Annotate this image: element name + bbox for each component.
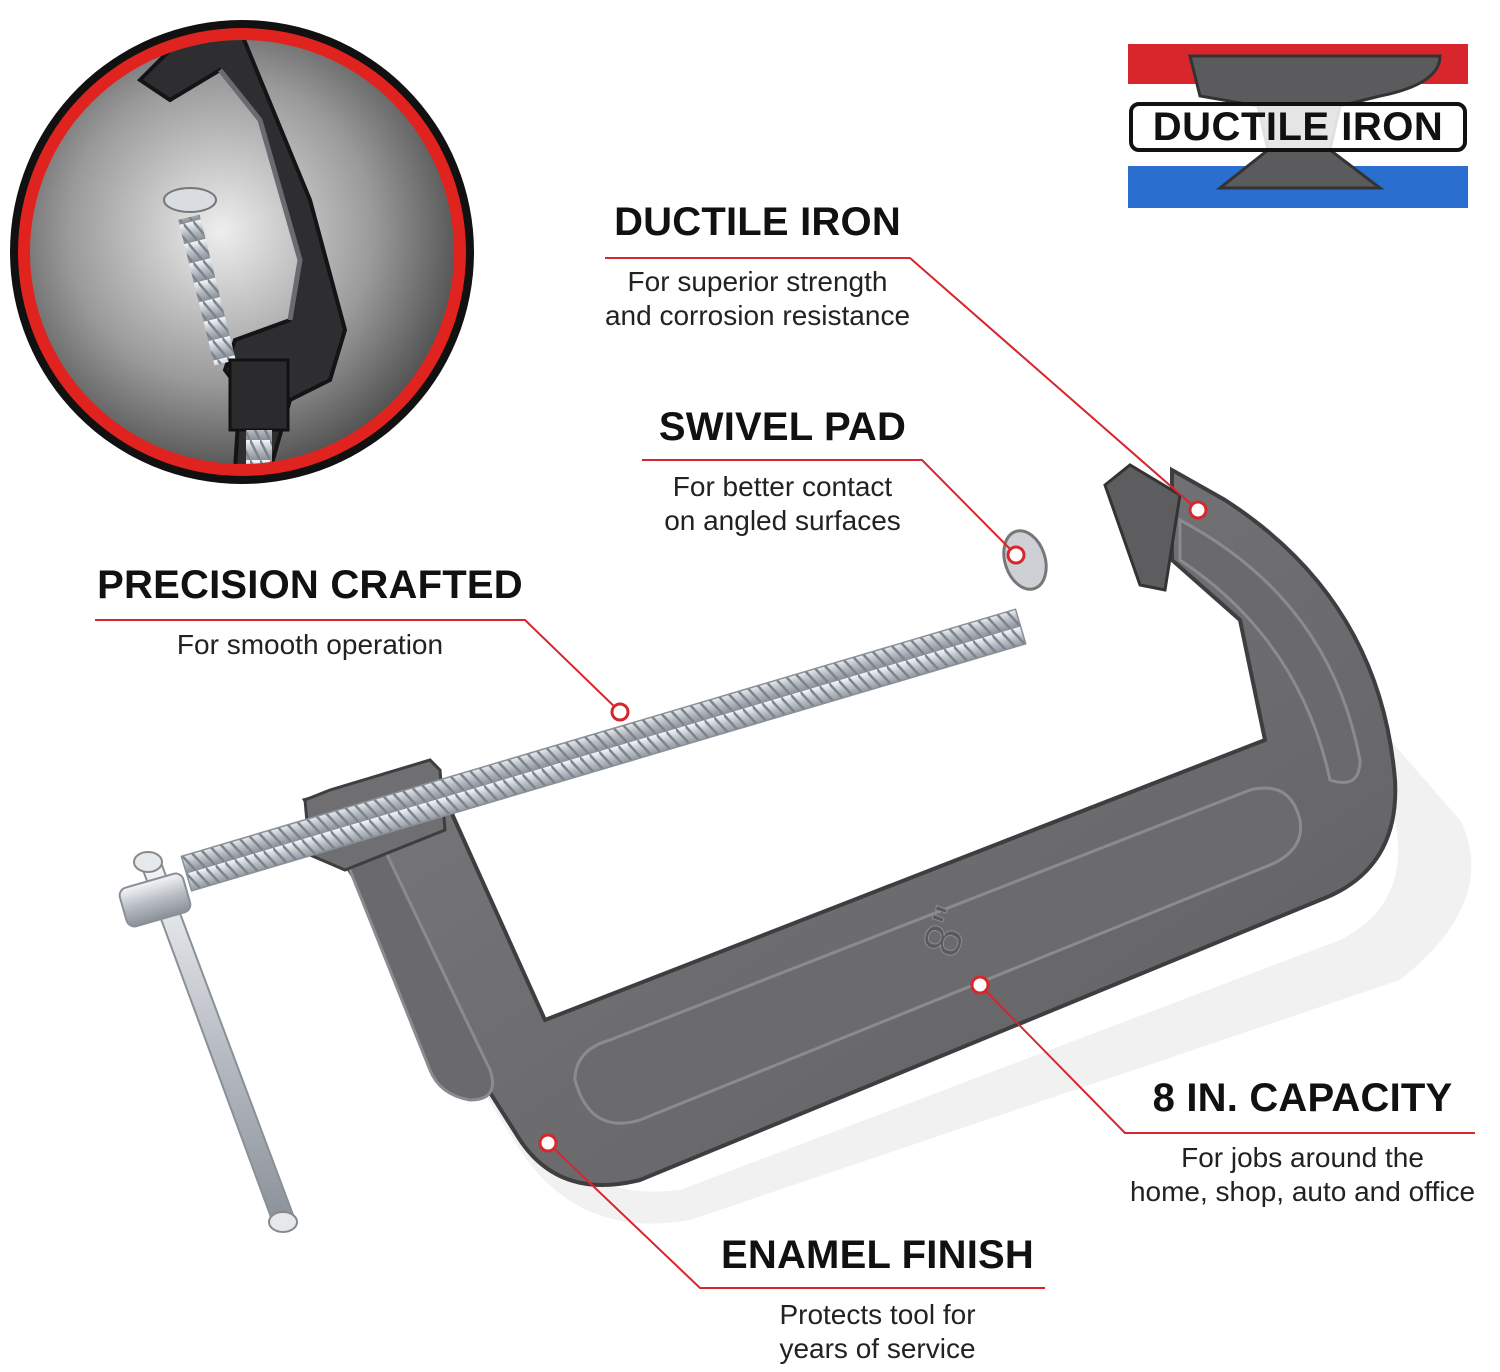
leader-capacity: [979, 984, 1475, 1134]
threaded-screw: [180, 608, 1027, 892]
callout-description: For jobs around the home, shop, auto and…: [1129, 1142, 1476, 1207]
callout-title: DUCTILE IRON: [614, 200, 901, 244]
point-enamel-finish: [538, 1133, 558, 1153]
logo-text-frame: [1129, 102, 1467, 152]
point-precision-crafted: [610, 702, 630, 722]
callout-swivel-pad: SWIVEL PAD For better contact on angled …: [640, 405, 925, 538]
frame-recess-right: [1178, 517, 1362, 784]
callout-description: For smooth operation: [176, 629, 444, 660]
callout-title: 8 IN. CAPACITY: [1152, 1076, 1453, 1120]
point-ductile-iron: [1188, 500, 1208, 520]
point-swivel-pad: [1006, 545, 1026, 565]
callout-title: PRECISION CRAFTED: [97, 563, 523, 607]
swivel-pad: [1002, 529, 1048, 591]
t-handle: [118, 851, 298, 1233]
frame-jaw: [1103, 463, 1182, 592]
callout-title: ENAMEL FINISH: [721, 1233, 1034, 1277]
ductile-iron-logo: [1128, 44, 1468, 208]
callout-precision-crafted: PRECISION CRAFTED For smooth operation: [95, 563, 525, 662]
clamp-closeup-photo: [136, 40, 348, 464]
c-clamp: 8": [118, 463, 1472, 1233]
callout-title: SWIVEL PAD: [658, 405, 907, 449]
callout-enamel-finish: ENAMEL FINISH Protects tool for years of…: [700, 1233, 1055, 1366]
leader-lines: [95, 257, 1475, 1289]
leader-precision-crafted: [95, 619, 621, 713]
callout-points: [538, 500, 1208, 1153]
leader-enamel-finish: [547, 1142, 1045, 1289]
inset-background: [30, 40, 454, 464]
inset-closeup: [10, 20, 474, 484]
leader-swivel-pad: [642, 459, 1017, 556]
logo-text: DUCTILE IRON: [1152, 105, 1444, 149]
callout-description: Protects tool for years of service: [779, 1299, 976, 1364]
leader-ductile-iron: [605, 257, 1199, 511]
callout-capacity: 8 IN. CAPACITY For jobs around the home,…: [1105, 1076, 1500, 1209]
callout-description: For better contact on angled surfaces: [664, 471, 901, 536]
frame-recess-bottom: [573, 786, 1303, 1125]
point-capacity: [970, 975, 990, 995]
callout-description: For superior strength and corrosion resi…: [604, 266, 911, 331]
callout-ductile-iron: DUCTILE IRON For superior strength and c…: [580, 200, 935, 333]
